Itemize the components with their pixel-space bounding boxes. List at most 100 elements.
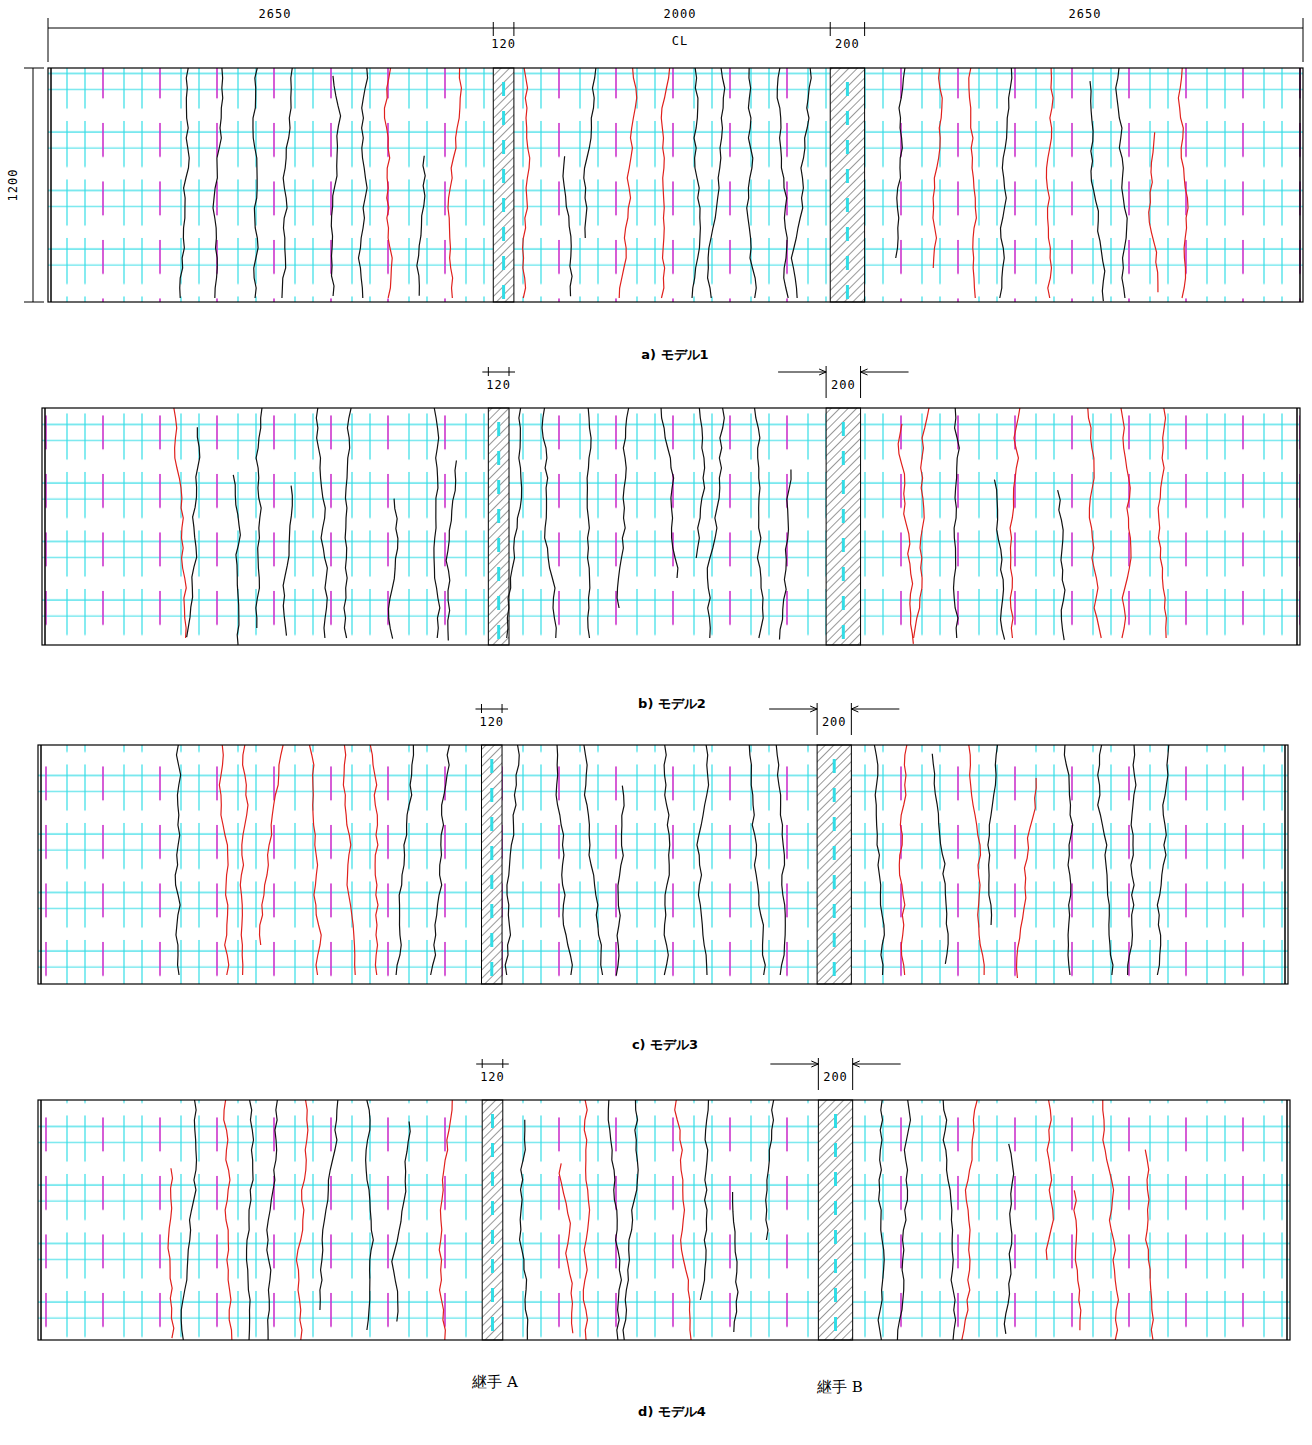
dimension-line bbox=[769, 709, 817, 710]
joint-rebar bbox=[833, 904, 836, 918]
joint-rebar bbox=[834, 1317, 837, 1331]
crack-black bbox=[1064, 745, 1072, 975]
dimension-lines bbox=[24, 18, 1303, 1090]
joint-rebar bbox=[842, 596, 845, 610]
crack-black bbox=[664, 745, 670, 975]
slab-outline bbox=[38, 745, 1288, 984]
joint-rebar bbox=[834, 1230, 837, 1244]
crack-black bbox=[617, 408, 629, 608]
joint-rebar bbox=[490, 875, 493, 889]
crack-black bbox=[692, 68, 700, 298]
dimension-line bbox=[830, 22, 831, 36]
joint-rebar bbox=[846, 140, 849, 154]
crack-black bbox=[366, 1100, 374, 1330]
crack-black bbox=[344, 408, 351, 638]
joint-rebar bbox=[502, 140, 505, 154]
crack-red bbox=[559, 1163, 573, 1333]
slab-outline bbox=[48, 68, 1303, 302]
crack-red bbox=[661, 68, 669, 298]
joint-rebar bbox=[502, 169, 505, 183]
dimension-arrow bbox=[851, 706, 858, 712]
joint-name: 継手 A bbox=[471, 1374, 519, 1391]
crack-black bbox=[247, 1100, 254, 1340]
crack-black bbox=[396, 745, 413, 975]
dimension-arrow bbox=[811, 1061, 818, 1067]
crack-black bbox=[623, 1100, 638, 1340]
crack-red bbox=[309, 745, 321, 975]
crack-red bbox=[448, 68, 461, 298]
dimension-value: 2650 bbox=[258, 8, 293, 21]
dimension-line bbox=[861, 372, 909, 373]
joint-rebar bbox=[846, 169, 849, 183]
rebar-mesh bbox=[38, 1100, 1290, 1340]
crack-black bbox=[1116, 68, 1127, 298]
crack-black bbox=[331, 76, 340, 296]
dimension-line bbox=[24, 302, 44, 303]
joint-rebar bbox=[490, 846, 493, 860]
crack-red bbox=[296, 1100, 307, 1340]
crack-black bbox=[181, 1100, 196, 1340]
crack-black bbox=[431, 745, 450, 975]
end-plate bbox=[1299, 68, 1301, 302]
crack-black bbox=[320, 1100, 338, 1310]
crack-black bbox=[1004, 1144, 1013, 1334]
crack-black bbox=[943, 1100, 955, 1340]
crack-black bbox=[542, 408, 556, 638]
joint-rebar bbox=[842, 509, 845, 523]
figure-caption: b) モデル2 bbox=[637, 697, 707, 711]
crack-black bbox=[417, 156, 425, 296]
dimension-line bbox=[778, 372, 826, 373]
dimension-line bbox=[851, 703, 852, 735]
crack-black bbox=[282, 68, 292, 298]
crack-red bbox=[240, 745, 248, 975]
crack-red bbox=[899, 745, 907, 975]
crack-black bbox=[1128, 745, 1136, 975]
crack-red bbox=[224, 1100, 232, 1340]
crack-black bbox=[507, 408, 522, 638]
joint-rebar bbox=[846, 111, 849, 125]
crack-black bbox=[563, 156, 572, 296]
joint-rebar bbox=[497, 509, 500, 523]
crack-red bbox=[219, 745, 228, 975]
joint-rebar bbox=[833, 962, 836, 976]
joint-rebar bbox=[502, 285, 505, 299]
dimension-line bbox=[476, 1064, 509, 1065]
centerline-mark: CL bbox=[671, 35, 689, 48]
joint-rebar bbox=[497, 451, 500, 465]
dimension-value: 200 bbox=[830, 379, 857, 392]
crack-red bbox=[583, 1100, 589, 1340]
crack-black bbox=[696, 408, 704, 558]
joint-rebar bbox=[846, 198, 849, 212]
joint-rebar bbox=[502, 111, 505, 125]
joint-band bbox=[818, 1100, 852, 1340]
crack-red bbox=[343, 745, 355, 975]
crack-black bbox=[896, 68, 905, 258]
joint-rebar bbox=[491, 1143, 494, 1157]
joint-band bbox=[817, 745, 851, 984]
crack-red bbox=[439, 1100, 452, 1340]
joint-name: 継手 B bbox=[816, 1379, 864, 1396]
joint-rebar bbox=[497, 422, 500, 436]
crack-black bbox=[616, 786, 624, 976]
crack-black bbox=[175, 745, 180, 975]
crack-red bbox=[969, 745, 984, 975]
crack-black bbox=[253, 68, 258, 298]
joint-rebar bbox=[834, 1172, 837, 1186]
dimension-value: 1200 bbox=[7, 168, 20, 203]
crack-black bbox=[661, 408, 678, 578]
dimension-arrow bbox=[861, 369, 868, 375]
joint-rebar bbox=[490, 962, 493, 976]
joint-rebar bbox=[833, 759, 836, 773]
joint-rebar bbox=[833, 788, 836, 802]
crack-black bbox=[1000, 68, 1012, 298]
joint-band bbox=[493, 68, 514, 302]
dimension-line bbox=[770, 1064, 818, 1065]
crack-black bbox=[1157, 745, 1168, 975]
crack-black bbox=[878, 1100, 884, 1340]
dimension-value: 120 bbox=[490, 38, 517, 51]
joint-rebar bbox=[842, 480, 845, 494]
dimension-arrow bbox=[819, 369, 826, 375]
dimension-value: 200 bbox=[822, 1071, 849, 1084]
dimension-value: 120 bbox=[485, 379, 512, 392]
end-plate bbox=[1286, 1100, 1288, 1340]
